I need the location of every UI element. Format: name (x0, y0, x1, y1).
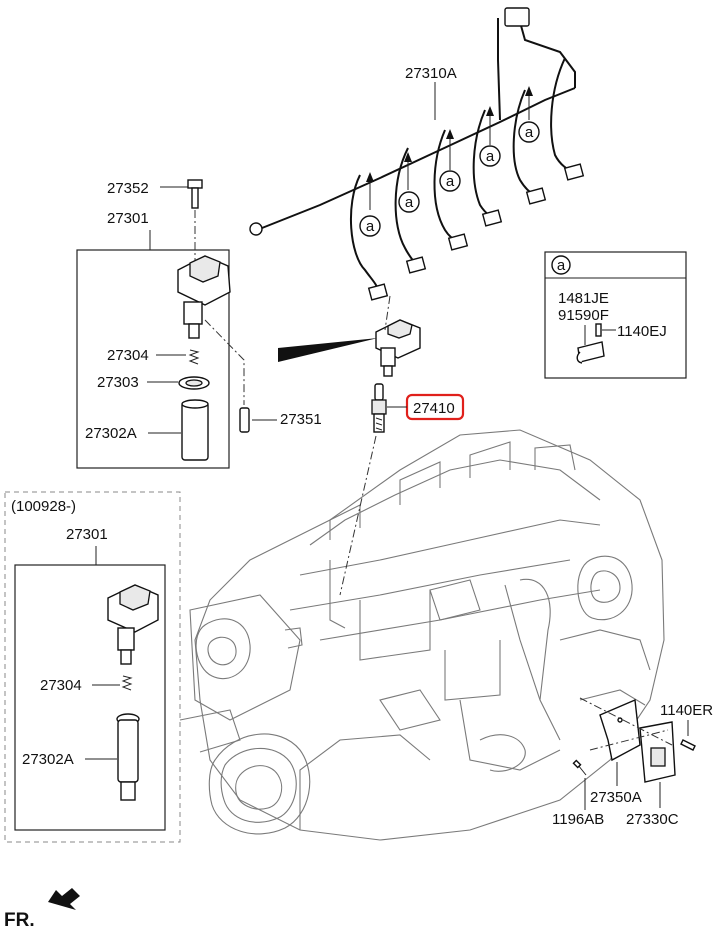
bracket-bolt (680, 739, 696, 751)
ecu-27330C (639, 721, 676, 783)
coil-assy-box (76, 249, 230, 469)
circle-letter-icon (439, 170, 461, 192)
label-bracket-bolt: 1140ER (660, 702, 713, 719)
label-variant-boot: 27302A (22, 751, 74, 768)
label-spark-plug[interactable]: 27410 (413, 400, 455, 417)
ref-marker-label: a (405, 194, 414, 211)
variant-box (4, 491, 181, 843)
variant-ignition-coil (107, 584, 159, 665)
installed-coil (375, 319, 421, 377)
label-bracket-screw: 1196AB (552, 811, 604, 828)
label-ecu: 27330C (626, 811, 679, 828)
circle-letter-icon (398, 191, 420, 213)
label-clip-part-1: 1481JE (558, 290, 609, 307)
variant-coil-box (14, 564, 166, 831)
ref-markers: a a a a a (359, 121, 540, 237)
ref-marker-label: a (486, 148, 495, 165)
label-front: FR. (4, 910, 35, 931)
circle-letter-icon (479, 145, 501, 167)
label-bolt: 27352 (107, 180, 149, 197)
label-coil-assy: 27301 (107, 210, 149, 227)
spark-plug-27410 (371, 383, 387, 433)
engine-block (179, 429, 665, 841)
label-spring: 27304 (107, 347, 149, 364)
circle-letter-icon (551, 255, 571, 275)
pin-27351 (239, 407, 250, 433)
bolt-27352 (187, 179, 203, 209)
detail-a-box (544, 251, 687, 379)
spring-27304 (188, 349, 200, 365)
label-harness: 27310A (405, 65, 457, 82)
variant-spring (121, 675, 133, 691)
bracket-27350A (599, 698, 641, 762)
label-seal: 27303 (97, 374, 139, 391)
bracket-screw (572, 759, 587, 776)
ignition-coil (177, 255, 231, 339)
ref-marker-label: a (366, 218, 375, 235)
detail-a-title: a (557, 257, 566, 274)
label-variant-date: (100928-) (11, 498, 76, 515)
boot-27302A (181, 399, 209, 461)
label-clip-part-2: 91590F (558, 307, 609, 324)
ref-marker-label: a (525, 124, 534, 141)
circle-letter-icon (359, 215, 381, 237)
label-clip-screw: 1140EJ (617, 323, 667, 340)
label-boot: 27302A (85, 425, 137, 442)
arrow-left-down-icon (48, 888, 80, 910)
wiring-harness (249, 7, 585, 301)
label-variant-spring: 27304 (40, 677, 82, 694)
ref-marker-label: a (446, 173, 455, 190)
circle-letter-icon (518, 121, 540, 143)
label-bracket: 27350A (590, 789, 642, 806)
variant-boot (116, 713, 140, 801)
pointer-wedge (278, 338, 378, 362)
label-variant-coil-assy: 27301 (66, 526, 108, 543)
label-pin: 27351 (280, 411, 322, 428)
clip-part (576, 323, 605, 364)
